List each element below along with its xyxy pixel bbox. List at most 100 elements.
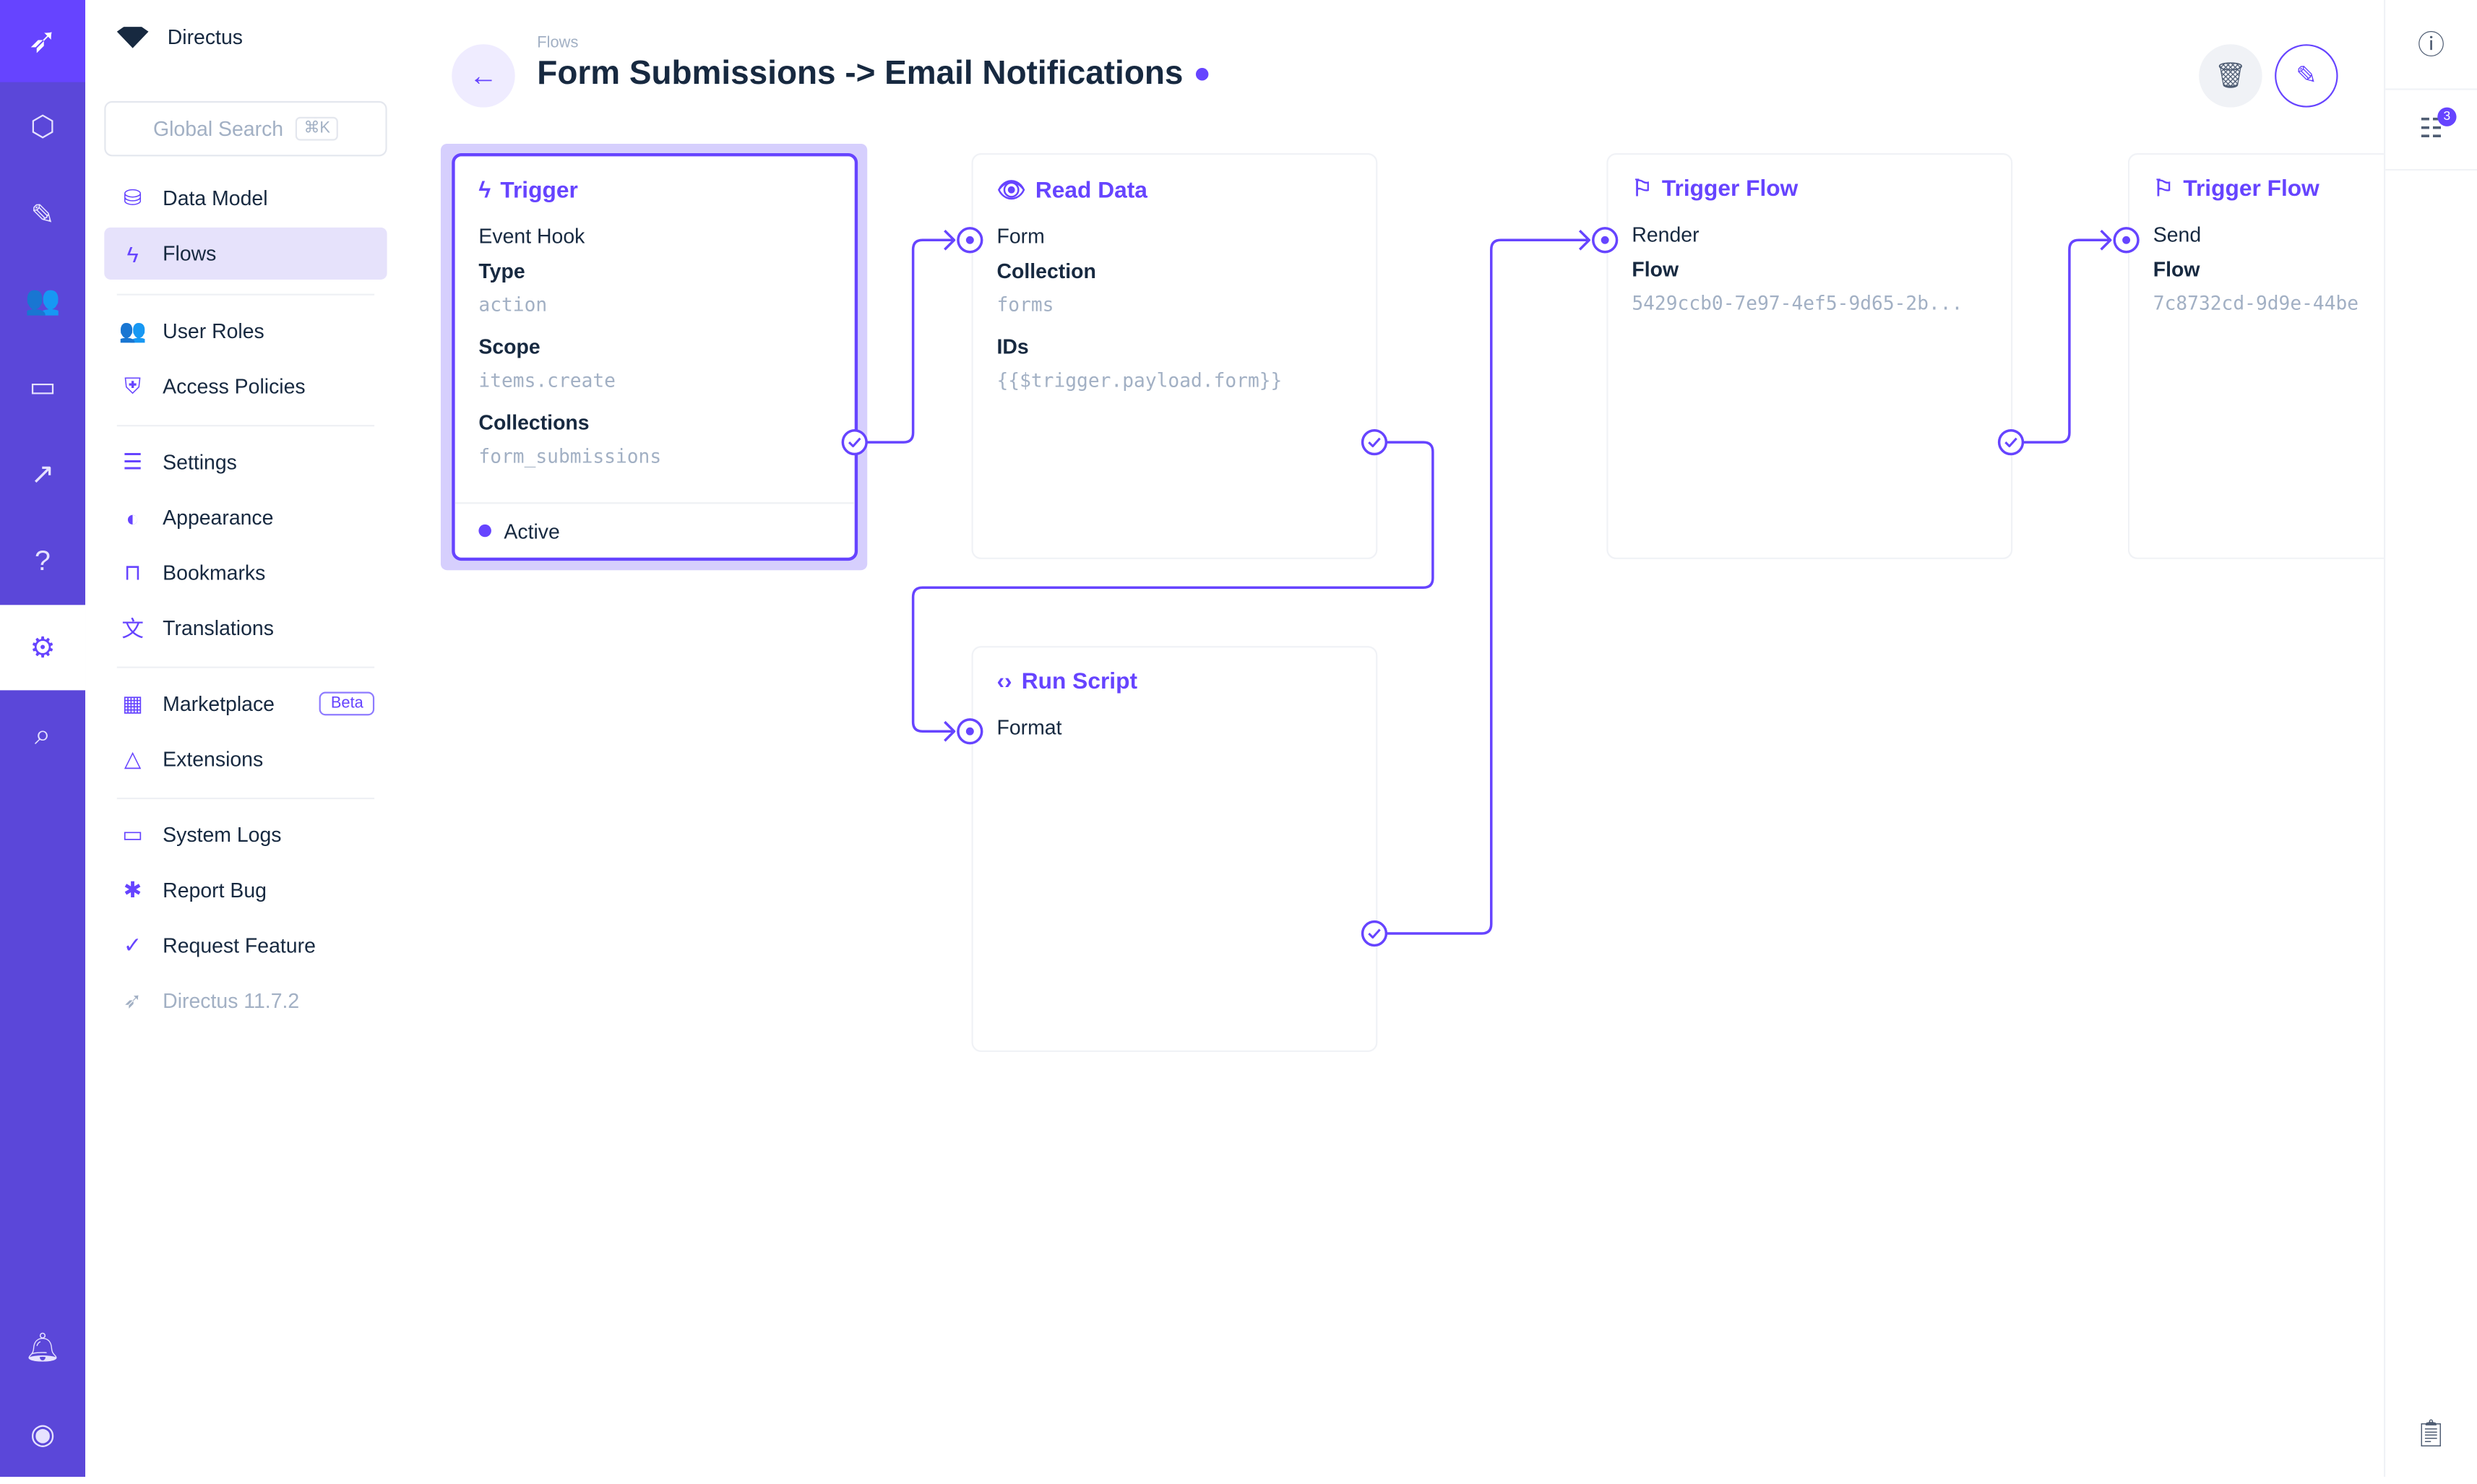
directus-logo[interactable]: ➶	[0, 0, 86, 82]
field-label: Collection	[996, 259, 1096, 283]
read-data-card[interactable]: 👁︎Read Data Form Collection forms IDs {{…	[971, 153, 1378, 559]
connection-trigger-read	[866, 238, 955, 444]
check-handle	[1361, 428, 1388, 456]
success-handles	[841, 428, 2025, 947]
module-rail: ➶ ⬡ ✎ 👥 ▭ ↗ ? ⚙ ⌕ 🔔︎ ◉	[0, 0, 86, 1477]
arrow-head	[1578, 229, 1591, 251]
database-icon: ⛁	[123, 184, 142, 210]
nav-label: Flows	[163, 241, 217, 266]
flag-icon: ⚐	[2153, 176, 2174, 202]
settings-nav: Directus Global Search ⌘K ⛁ Data Model ϟ Fl…	[85, 0, 421, 1477]
card-title: Trigger Flow	[2183, 176, 2319, 202]
bolt-icon: ϟ	[126, 241, 139, 267]
trigger-status[interactable]: Active	[455, 502, 855, 558]
run-script-card[interactable]: ‹›Run Script Format	[971, 646, 1378, 1053]
clipboard-history-icon[interactable]: 📋︎	[2413, 1418, 2449, 1449]
logs-button[interactable]: ☷3	[2385, 88, 2477, 171]
bell-icon[interactable]: 🔔︎	[25, 1330, 61, 1363]
files-module-icon[interactable]: ▭	[29, 370, 56, 402]
eye-icon: 👁︎	[996, 178, 1026, 204]
nav-label: System Logs	[163, 823, 282, 847]
nav-item-data-model[interactable]: ⛁ Data Model	[104, 172, 387, 224]
nav-item-appearance[interactable]: ◐Appearance	[104, 491, 387, 543]
trigger-flow-card-render[interactable]: ⚐Trigger Flow Render Flow 5429ccb0-7e97-…	[1606, 153, 2013, 559]
project-name: Directus	[167, 25, 243, 49]
active-dot	[478, 524, 491, 538]
settings-module-icon[interactable]: ⚙	[0, 605, 86, 691]
nav-item-user-roles[interactable]: 👥User Roles	[104, 305, 387, 357]
operation-key: Form	[996, 224, 1045, 249]
check-icons	[848, 437, 2017, 939]
field-value: 7c8732cd-9d9e-44be	[2153, 292, 2359, 315]
nav-item-extensions[interactable]: △Extensions	[104, 733, 387, 785]
nav-item-flows[interactable]: ϟ Flows	[104, 227, 387, 280]
divider	[116, 425, 375, 427]
edit-module-icon[interactable]: ✎	[30, 198, 55, 230]
nav-item-report-bug[interactable]: ✱Report Bug	[104, 864, 387, 916]
trigger-type: Event Hook	[478, 224, 585, 249]
insights-module-icon[interactable]: ↗	[30, 457, 55, 489]
divider	[116, 293, 375, 295]
right-sidebar: ⓘ ☷3 📋︎	[2383, 0, 2477, 1477]
notification-count-badge: 3	[2437, 107, 2457, 126]
operation-key: Format	[996, 715, 1062, 740]
flag-icon: ⚐	[1632, 176, 1653, 202]
nav-item-version[interactable]: ➶Directus 11.7.2	[104, 975, 387, 1027]
field-label: Flow	[2153, 257, 2200, 282]
card-title: Run Script	[1021, 669, 1138, 695]
nav-item-translations[interactable]: 文 Translations	[104, 602, 387, 654]
account-icon[interactable]: ◉	[30, 1418, 56, 1449]
nav-label: User Roles	[163, 319, 264, 343]
nav-label: Settings	[163, 450, 237, 474]
nav-label: Access Policies	[163, 374, 306, 398]
arrowheads	[944, 229, 2112, 742]
trigger-flow-card-send[interactable]: ⚐Trigger Flow Send Flow 7c8732cd-9d9e-44…	[2127, 153, 2384, 559]
nav-label: Bookmarks	[163, 561, 266, 584]
field-label: Flow	[1632, 257, 1679, 282]
nav-label: Translations	[163, 616, 274, 640]
nav-item-bookmarks[interactable]: ⊓Bookmarks	[104, 546, 387, 598]
field-label: Scope	[478, 335, 540, 359]
users-module-icon[interactable]: 👥	[25, 283, 61, 316]
field-label: Type	[478, 259, 525, 283]
translate-icon: 文	[121, 615, 144, 641]
search-shortcut: ⌘K	[296, 116, 338, 141]
store-icon: ▦	[122, 690, 144, 716]
search-icon[interactable]: ⌕	[34, 717, 51, 750]
nav-item-settings[interactable]: ☰Settings	[104, 436, 387, 488]
breadcrumb[interactable]: Flows	[537, 35, 579, 53]
nav-label: Directus 11.7.2	[163, 988, 300, 1013]
extensions-icon: △	[124, 745, 142, 771]
arrow-head	[944, 229, 956, 251]
card-title: Trigger Flow	[1661, 176, 1798, 202]
field-label: Collections	[478, 410, 590, 435]
nav-item-access-policies[interactable]: ⛨Access Policies	[104, 360, 387, 412]
nav-label: Request Feature	[163, 933, 316, 957]
info-icon[interactable]: ⓘ	[2417, 29, 2445, 59]
connection-read-script	[911, 441, 1434, 733]
card-title: Read Data	[1035, 177, 1147, 203]
check-handle	[1997, 428, 2025, 456]
nav-item-system-logs[interactable]: ▭System Logs	[104, 808, 387, 860]
global-search[interactable]: Global Search ⌘K	[104, 100, 387, 157]
nav-label: Data Model	[163, 186, 268, 210]
flow-connections	[841, 227, 2140, 947]
divider	[116, 798, 375, 800]
help-icon[interactable]: ?	[35, 544, 51, 576]
page-title: Form Submissions -> Email Notifications	[537, 56, 1209, 93]
delete-button[interactable]: 🗑︎	[2199, 44, 2262, 108]
back-button[interactable]: ←	[452, 44, 515, 108]
edit-button[interactable]: ✎	[2275, 44, 2338, 108]
input-handles	[957, 227, 2140, 745]
connection-flow1-flow2	[2022, 238, 2111, 444]
nav-item-request-feature[interactable]: ✓Request Feature	[104, 919, 387, 971]
beta-badge: Beta	[319, 691, 375, 716]
palette-icon: ◐	[126, 504, 139, 530]
bolt-circle-icon: ϟ	[478, 178, 491, 204]
search-placeholder: Global Search	[152, 116, 284, 141]
content-module-icon[interactable]: ⬡	[30, 109, 56, 142]
status-dot	[1195, 68, 1209, 81]
project-brand: Directus	[116, 25, 243, 49]
